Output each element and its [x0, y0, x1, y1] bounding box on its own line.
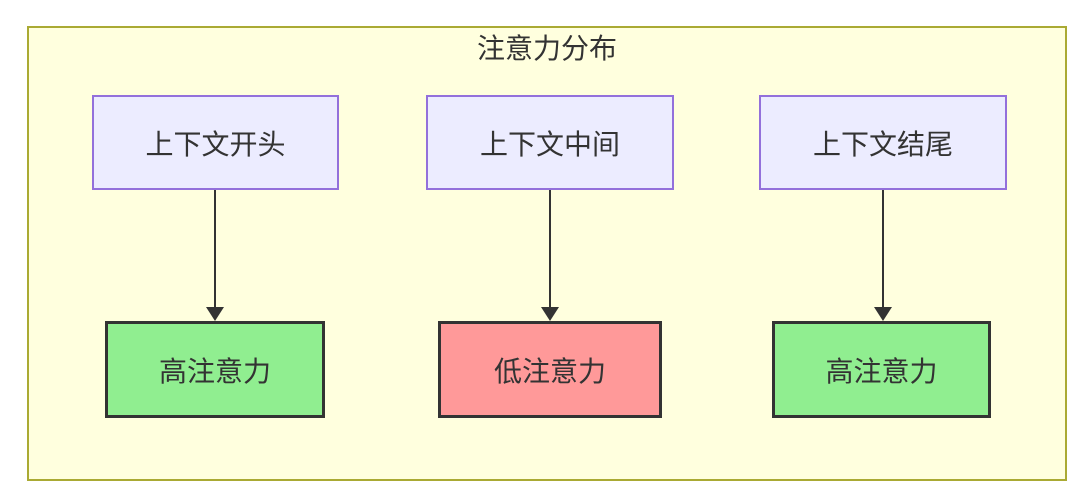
- diagram-title: 注意力分布: [476, 32, 617, 65]
- target-node-label: 高注意力: [825, 354, 938, 388]
- source-node-context-start: 上下文开头: [92, 95, 339, 190]
- source-node-context-end: 上下文结尾: [759, 95, 1007, 190]
- arrow-down-icon: [874, 190, 892, 321]
- arrowhead-icon: [874, 307, 892, 321]
- source-node-label: 上下文结尾: [812, 127, 953, 161]
- arrow-shaft: [549, 190, 551, 309]
- arrowhead-icon: [541, 307, 559, 321]
- arrow-down-icon: [541, 190, 559, 321]
- target-node-label: 低注意力: [493, 354, 606, 388]
- source-node-label: 上下文中间: [479, 127, 620, 161]
- source-node-context-middle: 上下文中间: [426, 95, 674, 190]
- target-node-high-attention-right: 高注意力: [772, 321, 991, 418]
- target-node-label: 高注意力: [158, 354, 271, 388]
- target-node-high-attention-left: 高注意力: [105, 321, 325, 418]
- arrow-shaft: [882, 190, 884, 309]
- arrowhead-icon: [206, 307, 224, 321]
- diagram-container: 注意力分布 上下文开头 高注意力 上下文中间 低注意力 上下文结尾 高注意力: [27, 26, 1067, 481]
- arrow-down-icon: [206, 190, 224, 321]
- source-node-label: 上下文开头: [145, 127, 286, 161]
- arrow-shaft: [214, 190, 216, 309]
- target-node-low-attention: 低注意力: [438, 321, 662, 418]
